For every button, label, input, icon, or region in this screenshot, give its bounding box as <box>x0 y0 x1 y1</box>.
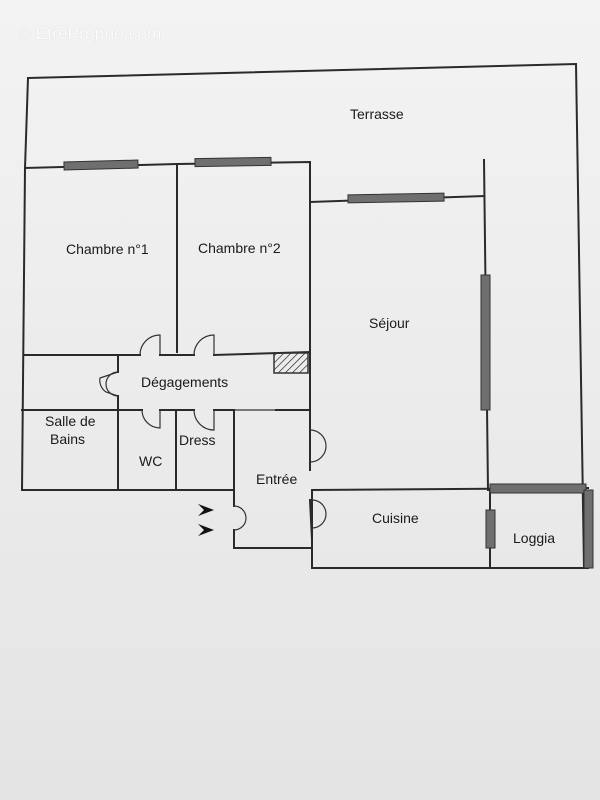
room-label-chambre-2: Chambre n°2 <box>198 240 281 256</box>
room-label-dress: Dress <box>179 432 216 448</box>
room-label-terrasse: Terrasse <box>350 106 404 122</box>
entrance-arrow-icon <box>198 504 214 536</box>
room-label-salle-de-bains-line1: Salle de <box>45 413 96 429</box>
room-label-wc: WC <box>139 453 162 469</box>
room-label-sejour: Séjour <box>369 315 410 331</box>
windows <box>63 156 594 569</box>
hatched-duct <box>273 352 309 374</box>
room-label-chambre-1: Chambre n°1 <box>66 241 149 257</box>
room-label-degagements: Dégagements <box>141 374 228 390</box>
room-label-cuisine: Cuisine <box>372 510 419 526</box>
door-swings <box>99 334 327 531</box>
room-label-salle-de-bains-line2: Bains <box>50 431 85 447</box>
interior-partitions <box>21 163 312 491</box>
room-label-loggia: Loggia <box>513 530 555 546</box>
room-label-entree: Entrée <box>256 471 297 487</box>
watermark-logo: © EtreProprio.com <box>18 24 162 43</box>
terrace-boundary <box>23 62 586 570</box>
